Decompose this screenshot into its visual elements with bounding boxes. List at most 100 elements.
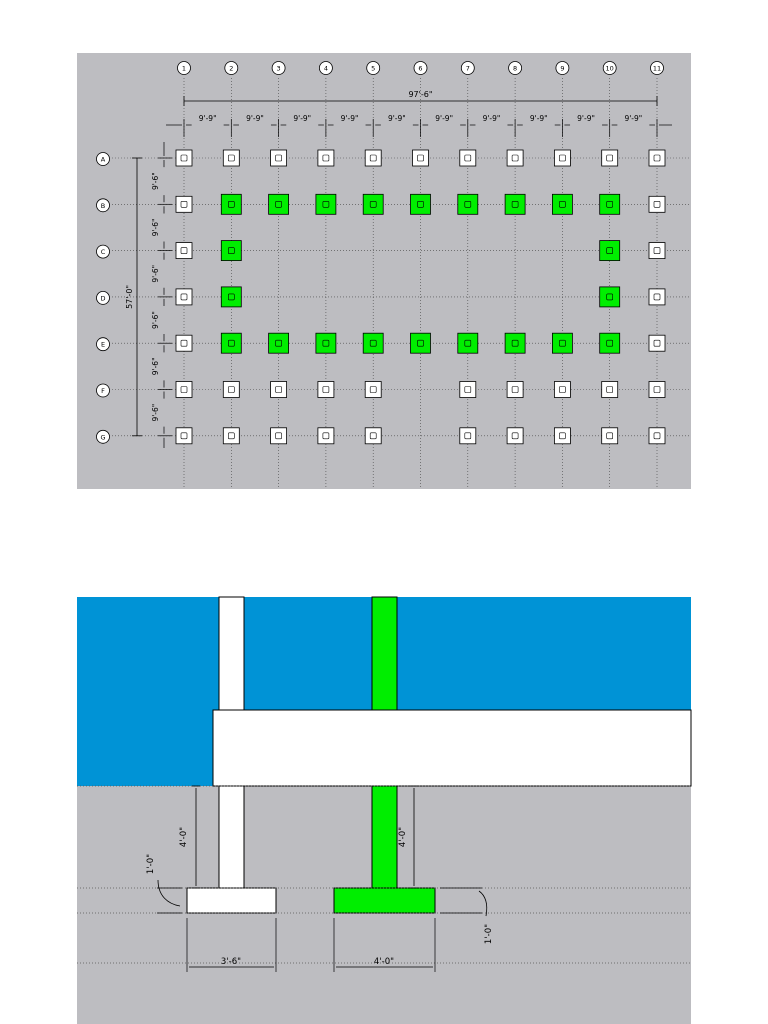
column-label: 7 [466,65,470,73]
plain-pier-height-label: 4'-0" [179,827,189,847]
pier [270,149,288,167]
pier-highlighted [552,332,573,354]
pier-highlighted [362,332,384,354]
row-label: E [101,341,105,349]
pier-post [559,432,566,440]
pier-post [228,201,235,208]
pier-highlighted [599,193,621,215]
pier-post [322,201,330,208]
pier-post [322,432,330,440]
pier-post [180,432,188,440]
pier-post [464,432,472,440]
pier [648,149,666,167]
pier-highlighted [315,193,337,215]
pier-post [228,432,235,440]
pier-post [653,201,661,208]
pier [648,381,666,398]
pier [506,427,524,445]
green-pier-height-label: 4'-0" [398,827,408,847]
pier [459,427,477,445]
pier [222,149,240,167]
green-footing-width-label: 4'-0" [374,957,394,967]
green-pier-upper-post [371,596,398,711]
bay-width-label: 9'-9" [435,114,453,123]
pier-post [417,339,424,347]
pier-post [369,432,377,440]
row-label: A [101,156,106,164]
pier [601,427,619,445]
pier-post [180,293,188,301]
pier-post [275,339,282,347]
pier-post [275,432,282,440]
pier-post [511,339,519,347]
plain-pier-upper-post [218,596,245,711]
pier-post [417,201,424,208]
pier-post [511,154,519,162]
column-bubble [460,61,475,75]
pier-post [511,432,519,440]
pier [270,427,288,445]
pier-post [322,339,330,347]
column-bubble [271,61,286,75]
pier [554,427,571,445]
row-label: D [100,294,105,302]
pier-post [464,201,472,208]
row-bubble [96,198,110,213]
bay-width-label: 9'-9" [388,114,406,123]
pier-highlighted [552,193,573,215]
pier-post [606,201,614,208]
pier-post [653,339,661,347]
bay-height-label: 9'-6" [151,265,160,283]
pier-post [275,154,282,162]
pier-post [228,154,235,162]
pier-highlighted [410,193,431,215]
pier [175,381,193,398]
pier-highlighted [220,240,242,262]
pier [317,381,335,398]
pier-post [653,386,661,393]
row-bubble [96,383,110,398]
leader-arrow [478,890,488,917]
pier-post [606,386,614,393]
column-bubble [413,61,428,75]
column-label: 5 [371,65,375,73]
row-label: F [101,387,105,395]
column-label: 6 [418,65,422,73]
pier-highlighted [410,332,431,354]
pier-post [180,247,188,254]
row-bubble [96,244,110,259]
pier [506,149,524,167]
pier-post [228,386,235,393]
plan-panel [77,53,691,489]
column-label: 3 [277,65,281,73]
pier-post [322,154,330,162]
row-label: G [100,433,105,441]
pier [601,381,619,398]
bay-height-label: 9'-6" [151,311,160,329]
pier-post [180,386,188,393]
pier-post [180,201,188,208]
pier-highlighted [457,332,479,354]
pier [175,288,193,306]
pier-post [653,293,661,301]
pier-post [559,386,566,393]
pier [554,381,571,398]
pier-highlighted [504,193,526,215]
pier-highlighted [220,286,242,308]
column-label: 11 [653,65,661,73]
pier-post [464,154,472,162]
green-pier-post [371,785,398,889]
pier-highlighted [220,332,242,354]
plain-footing-width-label: 3'-6" [221,957,241,967]
plain-pier-post [218,785,245,889]
pier [412,149,429,167]
pier [364,427,382,445]
pier [175,195,193,213]
pier-post [606,293,614,301]
pier-post [228,339,235,347]
pier-post [180,154,188,162]
bay-width-label: 9'-9" [341,114,359,123]
pier-post [653,247,661,254]
column-bubble [602,61,617,75]
column-label: 4 [324,65,328,73]
